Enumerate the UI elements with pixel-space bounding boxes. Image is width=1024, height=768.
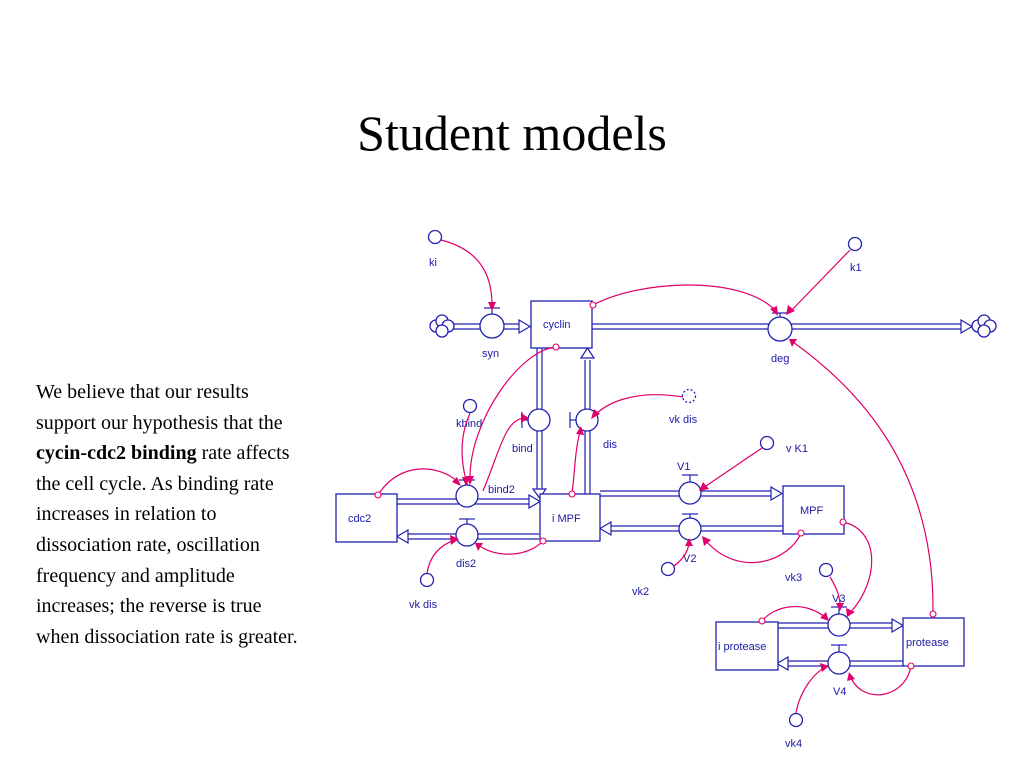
- converter-vk1-label: v K1: [786, 443, 808, 455]
- paragraph-text-start: We believe that our results support our …: [36, 381, 283, 434]
- stock-mpf-label: MPF: [800, 505, 824, 517]
- body-paragraph: We believe that our results support our …: [36, 377, 298, 652]
- converter-ki-label: ki: [429, 257, 437, 269]
- stock-cyclin-label: cyclin: [543, 319, 571, 331]
- converter-k1-label: k1: [850, 262, 862, 274]
- valve-v2-label: V2: [683, 553, 696, 565]
- sink-cloud-icon: [971, 314, 997, 338]
- source-cloud-icon: [429, 314, 455, 338]
- converter-vkdis-left[interactable]: vk dis: [409, 572, 438, 612]
- converter-vk3[interactable]: vk3: [785, 562, 834, 585]
- stock-protease-label: protease: [906, 637, 949, 649]
- stock-protease[interactable]: protease: [902, 617, 965, 667]
- valve-bind[interactable]: bind: [512, 408, 551, 455]
- valve-v4[interactable]: V4: [827, 644, 851, 698]
- converter-vkdis-left-label: vk dis: [409, 599, 438, 611]
- valve-bind2-label: bind2: [488, 484, 515, 496]
- valve-v4-label: V4: [833, 686, 846, 698]
- stock-cdc2[interactable]: cdc2: [335, 493, 398, 543]
- converter-kbind-label: kbind: [456, 418, 482, 430]
- valve-deg-label: deg: [771, 353, 789, 365]
- stock-mpf[interactable]: MPF: [782, 485, 845, 535]
- valve-v2[interactable]: V2: [678, 513, 702, 565]
- slide-title: Student models: [357, 105, 667, 161]
- stock-cyclin[interactable]: cyclin: [530, 300, 593, 349]
- stock-impf-label: i MPF: [552, 513, 581, 525]
- converter-ki[interactable]: ki: [427, 229, 443, 270]
- valve-deg[interactable]: deg: [767, 312, 793, 365]
- valve-syn-label: syn: [482, 348, 499, 360]
- valve-dis2[interactable]: dis2: [455, 518, 479, 570]
- paragraph-bold-phrase: cycin-cdc2 binding: [36, 442, 197, 465]
- converter-vkdis-top-label: vk dis: [669, 414, 698, 426]
- paragraph-text-end: rate affects the cell cycle. As binding …: [36, 442, 298, 648]
- stock-iprotease[interactable]: i protease: [715, 621, 779, 671]
- valve-v1-label: V1: [677, 461, 690, 473]
- valve-syn[interactable]: syn: [479, 307, 505, 360]
- converter-vk1[interactable]: v K1: [759, 435, 809, 456]
- valve-bind2[interactable]: bind2: [455, 479, 515, 508]
- valve-v3[interactable]: V3: [827, 593, 851, 637]
- valve-bind-label: bind: [512, 443, 533, 455]
- converter-k1[interactable]: k1: [847, 236, 863, 275]
- valve-dis-label: dis: [603, 439, 618, 451]
- valve-v1[interactable]: V1: [677, 461, 702, 505]
- converter-vkdis-top[interactable]: vk dis: [669, 388, 698, 427]
- valve-dis2-label: dis2: [456, 558, 476, 570]
- converter-kbind[interactable]: kbind: [456, 398, 482, 431]
- converter-vk4[interactable]: vk4: [785, 712, 804, 751]
- flow-arrowheads: [395, 318, 974, 672]
- stock-iprotease-label: i protease: [718, 641, 766, 653]
- stock-impf[interactable]: i MPF: [539, 493, 601, 542]
- converter-vk2[interactable]: vk2: [632, 561, 676, 599]
- stock-cdc2-label: cdc2: [348, 513, 371, 525]
- converter-vk4-label: vk4: [785, 738, 802, 750]
- converter-vk3-label: vk3: [785, 572, 802, 584]
- information-links: [374, 239, 937, 714]
- converter-vk2-label: vk2: [632, 586, 649, 598]
